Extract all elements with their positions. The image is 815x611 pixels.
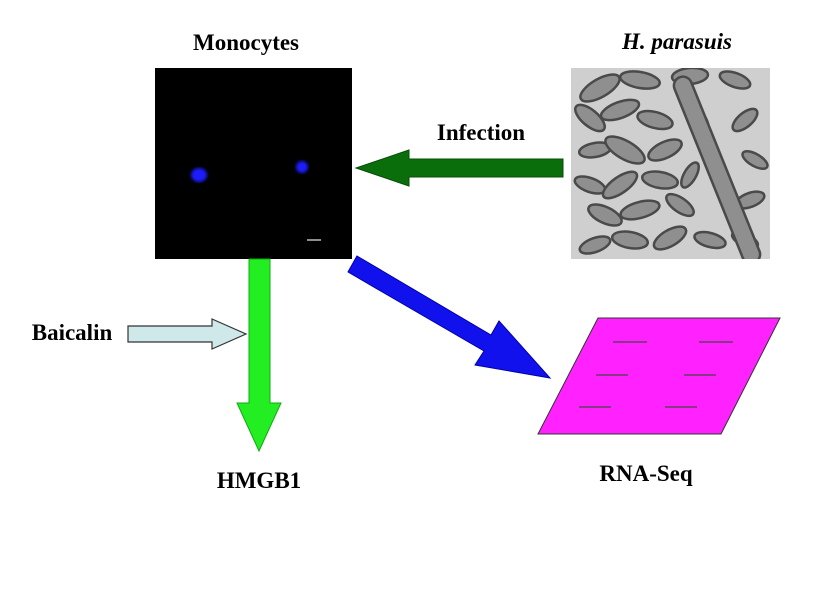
bacterium-shape	[619, 70, 661, 90]
bacterium-shape	[587, 203, 623, 227]
bacterium-shape	[647, 138, 683, 162]
infection-arrow	[354, 149, 564, 187]
bacterium-shape	[599, 98, 641, 122]
bacterium-shape	[601, 170, 639, 200]
monocytes-microscopy-image	[155, 68, 352, 259]
bacterium-shape	[640, 170, 680, 190]
bacterium-shape	[610, 230, 650, 250]
bacterium-shape	[731, 107, 759, 133]
rnaseq-card	[537, 317, 781, 435]
bacterium-shape	[680, 161, 700, 189]
bacterium-shape	[718, 70, 752, 90]
bacterium-shape	[652, 225, 688, 251]
bacterium-shape	[574, 103, 606, 133]
monocytes-label: Monocytes	[193, 30, 299, 55]
h-parasuis-em-image	[571, 68, 770, 259]
hmgb1-label: HMGB1	[217, 468, 301, 493]
bacterium-shape	[665, 192, 695, 218]
h-parasuis-label: H. parasuis	[621, 29, 732, 54]
rnaseq-arrow	[347, 255, 552, 379]
baicalin-arrow	[127, 318, 248, 350]
bacterium-filament	[672, 75, 762, 259]
baicalin-label: Baicalin	[32, 320, 113, 345]
bacterium-shape	[619, 199, 661, 221]
infection-label: Infection	[437, 120, 525, 145]
bacterium-shape	[578, 235, 612, 255]
nucleus	[191, 168, 207, 182]
rna-seq-label: RNA-Seq	[599, 461, 692, 486]
bacterium-shape	[693, 230, 727, 250]
hmgb1-arrow	[236, 258, 282, 453]
bacterium-shape	[604, 135, 646, 165]
bacterium-shape	[636, 109, 674, 131]
bacterium-shape	[741, 150, 769, 170]
nucleus	[296, 161, 308, 173]
